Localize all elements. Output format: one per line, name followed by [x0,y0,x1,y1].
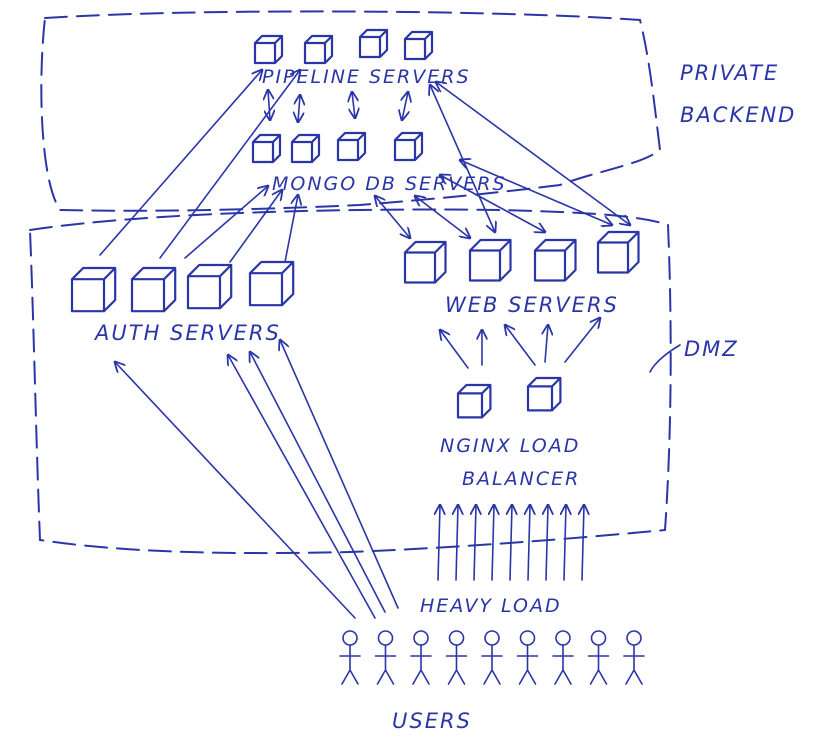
load-arrow [456,505,458,581]
user-figure-icon [552,630,574,685]
load-arrow [492,505,494,581]
user-figure-icon [339,630,361,685]
pipeline-server-icon [358,28,389,59]
user-figure-icon [481,630,503,685]
pipeline-server-icon [253,34,284,65]
mongodb-server-icon [393,131,424,162]
nginx-label-line1: NGINX LOAD [440,435,580,457]
web-server-icon [533,238,577,282]
web-server-icon [468,238,512,282]
dmz-pointer [649,344,681,373]
heavy-load-arrows [438,505,584,581]
user-figure-icon [587,630,610,685]
pipeline-mongo-links [268,90,408,122]
mongodb-server-icon [336,131,367,162]
mongodb-servers-group [251,131,424,164]
load-arrow [528,505,530,581]
load-arrow [546,505,548,581]
mongodb-server-icon [290,133,321,164]
auth-server-icon [70,266,117,313]
heavy-load-label: HEAVY LOAD [420,595,562,617]
load-arrow [564,505,566,581]
user-figure-icon [374,630,397,685]
mongodb-servers-label: MONGO DB SERVERS [272,173,507,195]
users-label: USERS [392,709,472,733]
auth-servers-label: AUTH SERVERS [93,321,281,345]
private-label-line1: PRIVATE [680,61,779,85]
nginx-server-icon [456,383,492,419]
nginx-server-icon [526,376,562,412]
web-server-icon [596,230,640,274]
private-label-line2: BACKEND [680,103,796,127]
nginx-servers-group [456,376,562,419]
pipeline-server-icon [403,30,434,61]
load-arrow [438,505,440,581]
user-figure-icon [516,630,539,685]
user-figure-icon [445,630,468,685]
pipeline-servers-group [253,28,434,65]
user-figure-icon [410,630,432,685]
web-server-icon [403,240,447,284]
auth-to-pipeline-links [99,70,300,259]
auth-server-icon [248,260,295,307]
pipeline-servers-label: PIPELINE SERVERS [262,66,471,88]
users-to-auth-links [115,340,399,619]
load-arrow [582,505,584,581]
web-to-backend-links [375,82,630,238]
dmz-label: DMZ [684,337,739,361]
auth-servers-group [70,260,295,313]
load-arrow [474,505,476,581]
web-servers-group [403,230,640,284]
auth-to-mongo-links [184,186,298,263]
users-group [339,630,645,685]
auth-server-icon [130,266,177,313]
pipeline-server-icon [303,34,334,65]
mongodb-server-icon [251,133,282,164]
load-arrow [510,505,512,581]
web-servers-label: WEB SERVERS [445,293,619,317]
auth-server-icon [186,263,233,310]
user-figure-icon [623,630,645,685]
nginx-label-line2: BALANCER [462,468,580,490]
nginx-to-web-links [440,318,600,369]
